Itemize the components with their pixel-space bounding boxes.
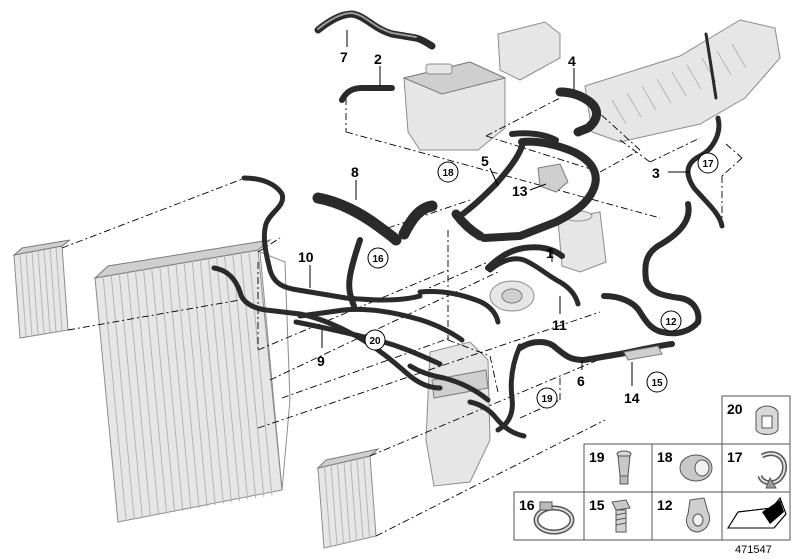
circled-callout-19: 19	[536, 387, 558, 409]
grommet-18-icon	[679, 454, 713, 482]
panel-cell-20: 20	[721, 395, 791, 445]
circled-callout-17: 17	[697, 152, 719, 174]
callout-9: 9	[317, 353, 325, 369]
bracket-14	[623, 345, 663, 361]
callout-8: 8	[351, 164, 359, 180]
circled-callout-12: 12	[660, 310, 682, 332]
panel-cell-15: 15	[583, 491, 653, 541]
hose-2	[339, 85, 395, 103]
panel-cell-12: 12	[651, 491, 723, 541]
svg-text:20: 20	[369, 336, 381, 347]
auxiliary-radiator-right	[316, 448, 380, 549]
svg-text:19: 19	[589, 449, 605, 465]
hose-clip-17-icon	[757, 451, 787, 489]
svg-text:17: 17	[702, 159, 714, 170]
svg-text:18: 18	[442, 168, 454, 179]
hose-4	[555, 87, 601, 137]
callout-leaders	[309, 30, 690, 386]
document-number: 471547	[735, 544, 772, 556]
callout-1: 1	[546, 245, 554, 261]
svg-text:20: 20	[727, 401, 743, 417]
svg-text:16: 16	[519, 497, 535, 513]
panel-cell-16: 16	[513, 491, 585, 541]
svg-text:16: 16	[372, 254, 384, 265]
rivet-19-icon	[616, 450, 632, 485]
hose-7	[314, 10, 436, 50]
hose-10	[241, 175, 423, 303]
svg-text:18: 18	[657, 449, 673, 465]
direction-arrow-icon	[727, 497, 787, 529]
callout-6: 6	[577, 373, 585, 389]
callout-14: 14	[624, 390, 640, 406]
circled-callout-15: 15	[646, 371, 668, 393]
callout-2: 2	[374, 51, 382, 67]
hose-8	[312, 192, 485, 246]
hose-12	[601, 201, 702, 337]
circled-callout-18: 18	[437, 161, 459, 183]
svg-text:17: 17	[727, 449, 743, 465]
hose-clamp-16-icon	[533, 501, 575, 535]
main-radiator	[93, 239, 291, 523]
panel-cell-direction	[721, 491, 791, 541]
hose-3	[685, 115, 725, 229]
callout-3: 3	[652, 165, 660, 181]
svg-text:12: 12	[665, 317, 677, 328]
svg-text:12: 12	[657, 497, 673, 513]
electric-coolant-pump	[489, 280, 535, 312]
callout-10: 10	[298, 249, 314, 265]
small-parts-panel: 20 19 18 17	[513, 395, 791, 541]
auxiliary-radiator-left	[12, 239, 71, 339]
engine-valve-cover	[497, 19, 781, 143]
panel-cell-17: 17	[721, 443, 791, 493]
panel-cell-19: 19	[583, 443, 653, 493]
svg-text:19: 19	[541, 394, 553, 405]
callout-13: 13	[512, 183, 528, 199]
circled-callout-16: 16	[367, 247, 389, 269]
clip-20-icon	[755, 405, 779, 435]
expansion-tank	[402, 61, 507, 151]
bolt-15-icon	[611, 499, 631, 533]
circled-callout-20: 20	[364, 329, 386, 351]
bracket-13	[537, 163, 569, 193]
callout-11: 11	[552, 317, 567, 333]
hose-clip-12-icon	[685, 497, 711, 533]
callout-5: 5	[481, 153, 489, 169]
callout-4: 4	[568, 53, 576, 69]
panel-cell-18: 18	[651, 443, 723, 493]
hoses	[211, 10, 725, 439]
svg-text:15: 15	[589, 497, 605, 513]
hose-11	[417, 256, 581, 325]
callout-7: 7	[340, 49, 348, 65]
hose-5	[457, 137, 600, 242]
svg-text:15: 15	[651, 378, 663, 389]
